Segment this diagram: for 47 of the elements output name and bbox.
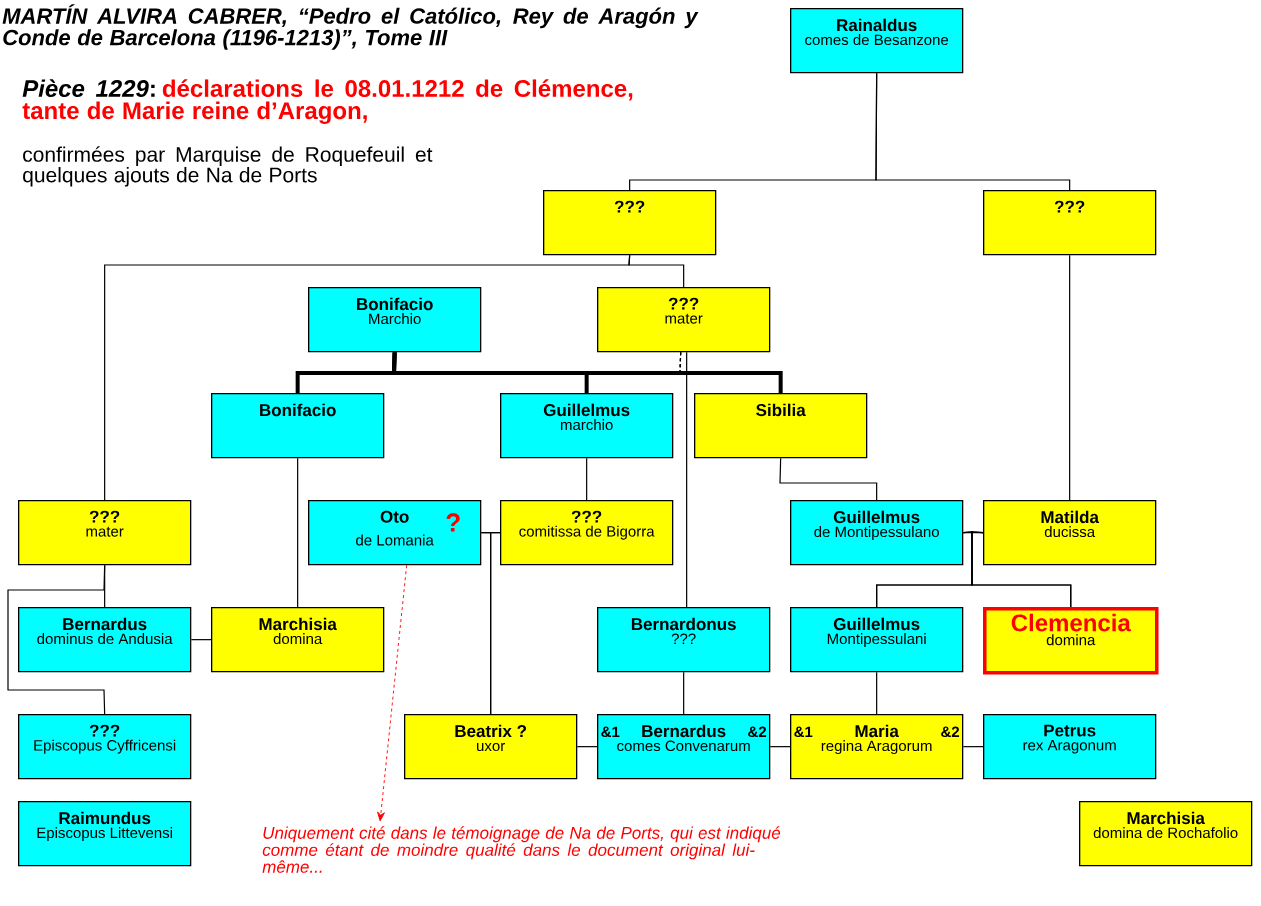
person-box: Guillelmus Montipessulani (790, 607, 964, 673)
family-line (679, 351, 782, 394)
person-box: ??? Episcopus Cyffricensi (18, 714, 192, 780)
person-box: Sibilia (694, 393, 868, 459)
family-line (779, 457, 878, 501)
person-box: Beatrix ? uxor (404, 714, 578, 780)
person-box: Guillelmus de Montipessulano (790, 500, 964, 566)
person-box: Oto ? de Lomania (308, 500, 482, 566)
person-box: Raimundus Episcopus Littevensi (18, 801, 192, 867)
family-line (190, 639, 212, 641)
note-text: Uniquement cité dans le témoignage de Na de Ports, qui est indiqué comme étant de moindre qualité dans le document original lui-même... (262, 826, 781, 873)
person-box: ??? (543, 190, 717, 256)
person-box: Clemencia domina (983, 607, 1159, 675)
person-box: Bernardus dominus de Andusia (18, 607, 192, 673)
person-box: ??? mater (18, 500, 192, 566)
person-box: Rainaldus comes de Besanzone (790, 8, 964, 74)
subheading: confirmées par Marquise de Roquefeuil et quelques ajouts de Na de Ports (23, 146, 433, 187)
family-line (686, 351, 688, 608)
person-box: Marchisia domina de Rochafolio (1079, 801, 1253, 867)
family-line (586, 457, 588, 501)
family-line (962, 746, 984, 748)
person-box: Matilda ducissa (983, 500, 1157, 566)
title: MARTÍN ALVIRA CABRER, “Pedro el Católico, Rey de Aragón y Conde de Barcelona (1196-1213)”, Tome III (2, 4, 699, 50)
person-box: Marchisia domina (211, 607, 385, 673)
person-box: Bonifacio Marchio (308, 287, 482, 353)
person-box: ??? mater (597, 287, 771, 353)
person-box: Bernardonus ??? (597, 607, 771, 673)
family-line (391, 352, 783, 393)
family-line (683, 671, 685, 715)
person-box: Petrus rex Aragonum (983, 714, 1157, 780)
family-line (297, 457, 299, 608)
family-line (875, 72, 1071, 191)
person-box: Bonifacio (211, 393, 385, 459)
person-box: ??? (983, 190, 1157, 256)
family-line (1069, 254, 1071, 501)
family-line (628, 254, 685, 288)
heading: Pièce 1229: déclarations le 08.01.1212 de Clémence, tante de Marie reine d’Aragon, (22, 79, 633, 124)
family-line (769, 746, 791, 748)
person-box: &1 Maria &2 regina Aragorum (790, 714, 964, 780)
arrow (377, 564, 408, 822)
family-line (576, 746, 598, 748)
person-box: Guillelmus marchio (500, 393, 674, 459)
family-line (7, 564, 106, 715)
family-line (876, 671, 878, 715)
person-box: ??? comitissa de Bigorra (500, 500, 674, 566)
person-box: &1 Bernardus &2 comes Convenarum (597, 714, 771, 780)
family-line (490, 532, 501, 715)
